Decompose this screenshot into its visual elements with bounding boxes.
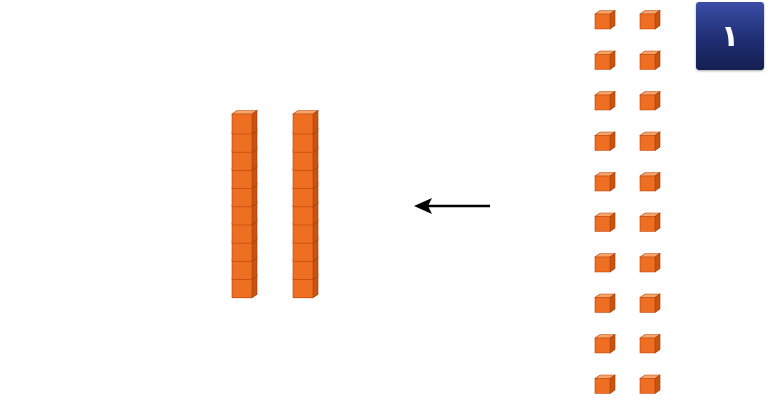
unit-cube	[594, 50, 616, 71]
unit-cube	[639, 90, 661, 111]
unit-cube	[594, 374, 616, 395]
unit-cube	[594, 9, 616, 30]
unit-cube	[639, 374, 661, 395]
unit-cube	[594, 252, 616, 273]
unit-cube	[639, 50, 661, 71]
unit-cube	[594, 293, 616, 314]
unit-cube	[639, 293, 661, 314]
arrow-left-icon	[414, 198, 490, 214]
unit-cube	[639, 171, 661, 192]
unit-cube	[639, 9, 661, 30]
unit-cube	[594, 212, 616, 233]
unit-cube	[594, 131, 616, 152]
unit-cube	[639, 212, 661, 233]
rod-cube	[231, 109, 258, 135]
unit-cube	[594, 171, 616, 192]
unit-cube	[594, 333, 616, 354]
rod-cube	[292, 109, 319, 135]
ten-rod	[292, 109, 319, 299]
number-badge: ١	[696, 2, 764, 70]
unit-cubes-group	[594, 9, 661, 395]
badge-number: ١	[720, 19, 740, 54]
unit-cube	[639, 333, 661, 354]
unit-cube	[594, 90, 616, 111]
ten-rod	[231, 109, 258, 299]
unit-cube	[639, 252, 661, 273]
unit-cube	[639, 131, 661, 152]
ten-rods-group	[231, 109, 319, 299]
